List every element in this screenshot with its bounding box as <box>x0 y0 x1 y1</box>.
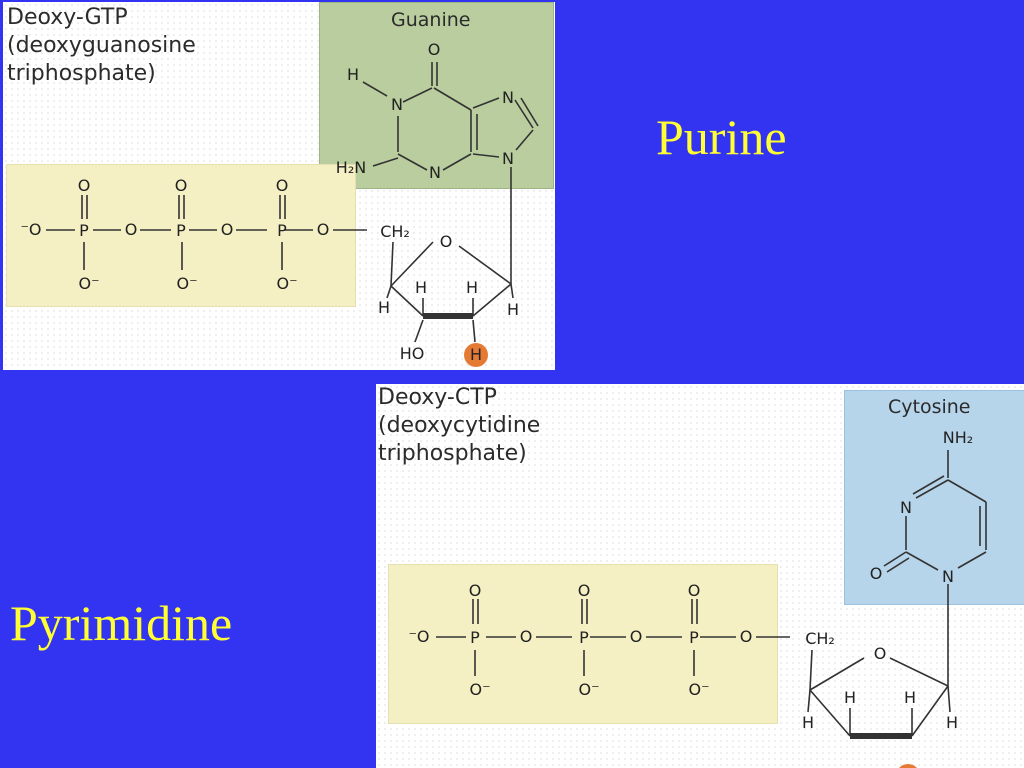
gtp-atom-h1: H <box>506 300 520 319</box>
deoxy-ctp-panel: Deoxy-CTP (deoxycytidine triphosphate) C… <box>376 384 1024 768</box>
guanine-box <box>319 2 554 189</box>
ctp-highlight-circle <box>896 764 920 768</box>
gtp-atom-ring-o: O <box>439 232 453 251</box>
gtp-atom-o-bridge2: O <box>220 220 234 239</box>
ctp-atom-o-top2: O <box>577 581 591 600</box>
ctp-atom-o-minus-left: ⁻O <box>408 627 430 646</box>
purine-label: Purine <box>656 109 787 165</box>
ctp-atom-h4: H <box>801 713 815 732</box>
gtp-atom-h3: H <box>414 278 428 297</box>
gtp-atom-h-highlight: H <box>469 345 483 364</box>
gtp-atom-ho: HO <box>399 344 425 363</box>
ctp-atom-o-bot1: O⁻ <box>469 680 491 699</box>
gtp-atom-amino: H₂N <box>335 158 367 177</box>
gtp-atom-o-carbonyl: O <box>427 40 441 59</box>
ctp-atom-o-top3: O <box>687 581 701 600</box>
ctp-atom-o-bot2: O⁻ <box>578 680 600 699</box>
ctp-atom-ch2: CH₂ <box>805 629 835 648</box>
guanine-label: Guanine <box>391 9 471 31</box>
ctp-atom-nh2: NH₂ <box>942 428 974 447</box>
gtp-atom-p3: P <box>277 221 287 240</box>
ctp-title-line1: Deoxy-CTP <box>378 385 497 410</box>
gtp-atom-o-bot3: O⁻ <box>276 274 298 293</box>
gtp-atom-o-minus-left: ⁻O <box>20 220 42 239</box>
gtp-atom-h4: H <box>377 298 391 317</box>
ctp-atom-p3: P <box>689 628 699 647</box>
cytosine-box <box>844 390 1024 605</box>
ctp-title: Deoxy-CTP (deoxycytidine triphosphate) <box>378 384 540 468</box>
deoxy-gtp-panel: Deoxy-GTP (deoxyguanosine triphosphate) … <box>3 2 555 370</box>
ctp-atom-h3: H <box>843 688 857 707</box>
gtp-atom-o-top2: O <box>174 176 188 195</box>
ctp-atom-o-bridge1: O <box>519 627 533 646</box>
ctp-bonds <box>436 450 987 739</box>
gtp-phosphate-box <box>6 164 356 307</box>
ctp-atom-ring-o: O <box>873 644 887 663</box>
gtp-atom-o-top1: O <box>77 176 91 195</box>
ctp-atom-o-top1: O <box>468 581 482 600</box>
ctp-atom-p1: P <box>470 628 480 647</box>
gtp-atom-o-bridge1: O <box>124 220 138 239</box>
ctp-atom-p2: P <box>579 628 589 647</box>
ctp-atom-n3: N <box>900 498 912 517</box>
ctp-atom-o-bridge2: O <box>629 627 643 646</box>
ctp-atom-h1: H <box>945 713 959 732</box>
gtp-atom-p2: P <box>176 221 186 240</box>
gtp-atom-o-bridge3: O <box>316 220 330 239</box>
ctp-atom-n1: N <box>942 567 954 586</box>
gtp-atom-p1: P <box>79 221 89 240</box>
gtp-atom-h-n1: H <box>346 65 360 84</box>
gtp-atom-o-bot2: O⁻ <box>176 274 198 293</box>
gtp-title-line1: Deoxy-GTP <box>7 5 128 30</box>
gtp-atom-o-top3: O <box>275 176 289 195</box>
ctp-atom-o-bridge3: O <box>739 627 753 646</box>
gtp-atom-ch2: CH₂ <box>380 222 410 241</box>
cytosine-label: Cytosine <box>888 396 971 418</box>
gtp-atom-n7: N <box>502 88 514 107</box>
gtp-title-line2: (deoxyguanosine <box>7 33 196 58</box>
ctp-title-line3: triphosphate) <box>378 441 527 466</box>
ctp-phosphate-box <box>388 564 778 724</box>
gtp-atom-o-bot1: O⁻ <box>78 274 100 293</box>
ctp-atom-o2: O <box>869 564 883 583</box>
ctp-title-line2: (deoxycytidine <box>378 413 541 438</box>
gtp-title: Deoxy-GTP (deoxyguanosine triphosphate) <box>7 4 196 88</box>
gtp-bonds <box>46 62 539 343</box>
gtp-atom-n9: N <box>502 149 514 168</box>
gtp-atom-h2: H <box>465 278 479 297</box>
highlight-circle <box>464 343 488 367</box>
gtp-title-line3: triphosphate) <box>7 61 156 86</box>
pyrimidine-label: Pyrimidine <box>10 595 233 651</box>
ctp-atom-o-bot3: O⁻ <box>688 680 710 699</box>
ctp-atom-h2: H <box>903 688 917 707</box>
gtp-atom-n1: N <box>391 95 403 114</box>
gtp-atom-n3: N <box>429 163 441 182</box>
